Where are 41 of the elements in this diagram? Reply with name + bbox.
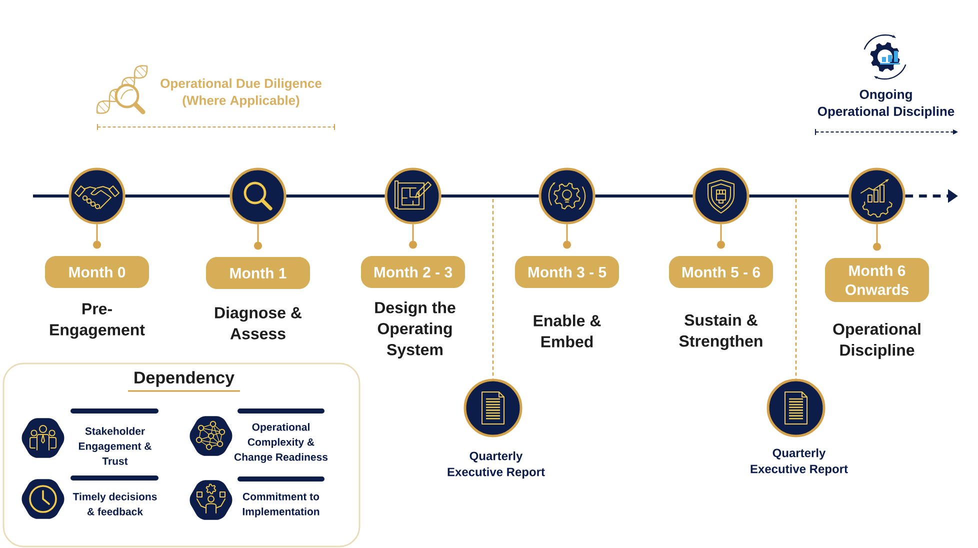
month-pill: Month 6 Onwards bbox=[825, 258, 929, 302]
phase-title: Diagnose & Assess bbox=[215, 306, 302, 340]
phase-title: Operational Discipline bbox=[833, 323, 920, 359]
gear-bulb-icon bbox=[538, 168, 596, 224]
month-pill: Month 2 - 3 bbox=[361, 256, 465, 288]
stem-line bbox=[873, 224, 881, 251]
stem-line bbox=[717, 224, 725, 249]
stem-line bbox=[409, 224, 417, 249]
dependency-item: Commitment to Implementation bbox=[242, 492, 320, 518]
month-pill: Month 0 bbox=[45, 256, 149, 288]
magnifier-icon bbox=[230, 168, 286, 224]
phase-title: Enable & Embed bbox=[534, 314, 601, 348]
report-caption: Quarterly Executive Report bbox=[448, 451, 545, 479]
timeline-line bbox=[749, 194, 849, 198]
panel-heading: Dependency bbox=[134, 371, 234, 387]
dependency-item: Timely decisions & feedback bbox=[72, 492, 157, 516]
dependency-item: Operational Complexity & Change Readiness bbox=[234, 423, 328, 463]
dashed-leader bbox=[795, 199, 797, 379]
month-pill: Month 3 - 5 bbox=[515, 256, 619, 288]
phase-title: Sustain & Strengthen bbox=[679, 314, 762, 350]
growth-chart-icon bbox=[848, 168, 906, 224]
phase-title: Design the Operating System bbox=[375, 302, 456, 358]
report-caption: Quarterly Executive Report bbox=[750, 448, 848, 476]
timeline-line bbox=[125, 194, 230, 198]
stem-line bbox=[93, 224, 101, 249]
dashed-leader bbox=[492, 199, 494, 379]
month-pill: Month 5 - 6 bbox=[669, 256, 773, 288]
phase-title: Pre- Engagement bbox=[50, 303, 145, 339]
blueprint-icon bbox=[384, 168, 442, 224]
stem-line bbox=[563, 224, 571, 249]
timeline-line bbox=[441, 194, 539, 198]
handshake-icon bbox=[68, 168, 126, 224]
month-pill: Month 1 bbox=[206, 257, 310, 289]
dependency-item: Stakeholder Engagement & Trust bbox=[78, 427, 152, 465]
stem-line bbox=[254, 224, 262, 250]
shield-icon bbox=[692, 168, 750, 224]
annotation-text: Ongoing Operational Discipline bbox=[818, 89, 954, 119]
timeline-line bbox=[595, 194, 693, 198]
timeline-line bbox=[286, 194, 385, 198]
annotation-text: Operational Due Diligence (Where Applicable) bbox=[160, 78, 322, 108]
timeline-line bbox=[33, 194, 69, 198]
